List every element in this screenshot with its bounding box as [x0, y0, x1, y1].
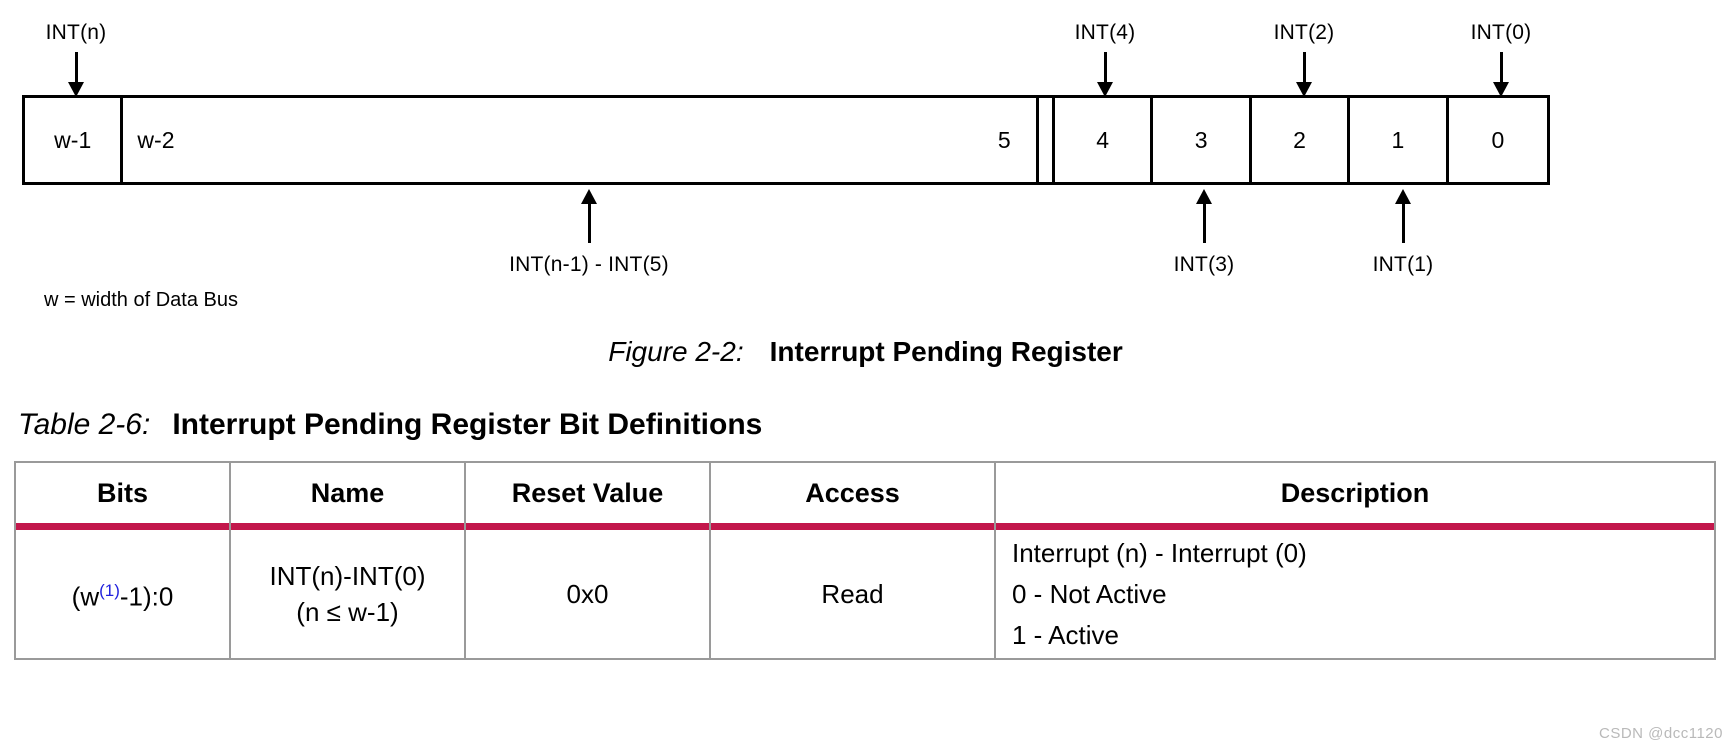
callout-arrow-int-n1-int-5 — [588, 198, 591, 243]
table-header-rule-segment — [14, 523, 231, 530]
callout-label-int-3: INT(3) — [1173, 253, 1235, 276]
callout-label-int-0: INT(0) — [1470, 21, 1532, 44]
cell-bits-suffix: -1):0 — [119, 581, 174, 612]
bit-cell-w-2: w-2 — [123, 98, 1039, 182]
table-header-rule-segment — [464, 523, 711, 530]
bit-cell-3: 3 — [1153, 98, 1252, 182]
bit-cell-4: 4 — [1055, 98, 1154, 182]
table-title: Table 2-6: Interrupt Pending Register Bit… — [18, 408, 762, 442]
callout-label-int-n1-int-5: INT(n-1) - INT(5) — [509, 253, 669, 276]
callout-arrow-int-1 — [1402, 198, 1405, 243]
cell-description: Interrupt (n) - Interrupt (0) 0 - Not Ac… — [994, 530, 1716, 660]
callout-arrowhead-int-n1-int-5 — [581, 189, 597, 204]
callout-label-int-n: INT(n) — [45, 21, 107, 44]
cell-description-line-3: 1 - Active — [1012, 619, 1119, 650]
callout-label-int-2: INT(2) — [1273, 21, 1335, 44]
table-header-rule-segment — [994, 523, 1716, 530]
table-header-rule-segment — [229, 523, 466, 530]
callout-label-int-1: INT(1) — [1372, 253, 1434, 276]
callout-arrowhead-int-1 — [1395, 189, 1411, 204]
callout-arrowhead-int-2 — [1296, 82, 1312, 97]
cell-description-line-1: Interrupt (n) - Interrupt (0) — [1012, 537, 1307, 568]
callout-arrow-int-0 — [1500, 52, 1503, 85]
table-header-description: Description — [994, 461, 1716, 523]
callout-arrowhead-int-0 — [1493, 82, 1509, 97]
cell-name-line-1: INT(n)-INT(0) — [269, 561, 426, 591]
callout-arrow-int-4 — [1104, 52, 1107, 85]
table-header-bits: Bits — [14, 461, 231, 523]
table-header-name: Name — [229, 461, 466, 523]
cell-bits-prefix: (w — [71, 581, 100, 612]
bit-cell-2: 2 — [1252, 98, 1351, 182]
cell-name-line-2: (n ≤ w-1) — [296, 597, 399, 627]
bit-cell-1: 1 — [1350, 98, 1449, 182]
figure-caption-label: Figure 2-2: — [608, 336, 744, 367]
table-header-access: Access — [709, 461, 996, 523]
callout-label-int-4: INT(4) — [1074, 21, 1136, 44]
table-title-label: Table 2-6: — [18, 408, 151, 441]
data-bus-width-note: w = width of Data Bus — [44, 289, 238, 311]
bit-definitions-table: Bits Name Reset Value Access Description… — [14, 461, 1716, 660]
callout-arrowhead-int-4 — [1097, 82, 1113, 97]
table-title-name: Interrupt Pending Register Bit Definitio… — [172, 408, 763, 441]
table-header-rule — [14, 523, 1716, 530]
callout-arrow-int-2 — [1303, 52, 1306, 85]
bit-cell-0: 0 — [1491, 126, 1505, 153]
callout-arrowhead-int-n — [68, 82, 84, 97]
table-header-row: Bits Name Reset Value Access Description — [14, 461, 1716, 523]
table-header-reset-value: Reset Value — [464, 461, 711, 523]
register-figure: INT(n) INT(4) INT(2) INT(0) w-1 w-2 5 4 … — [0, 0, 1731, 330]
cell-reset-value: 0x0 — [464, 530, 711, 660]
cell-access: Read — [709, 530, 996, 660]
callout-arrow-int-3 — [1203, 198, 1206, 243]
table-header-rule-segment — [709, 523, 996, 530]
bit-cell-5: 5 — [957, 98, 1055, 182]
bit-cell-w-1: w-1 — [25, 98, 124, 182]
cell-bits: (w(1)-1):0 — [14, 530, 231, 660]
figure-caption-title: Interrupt Pending Register — [769, 336, 1123, 367]
register-bit-strip: w-1 w-2 5 4 3 2 1 0 — [22, 95, 1550, 185]
cell-description-line-2: 0 - Not Active — [1012, 578, 1167, 609]
footnote-marker-1: (1) — [99, 581, 120, 601]
cell-name: INT(n)-INT(0) (n ≤ w-1) — [229, 530, 466, 660]
figure-caption: Figure 2-2: Interrupt Pending Register — [0, 336, 1731, 368]
table-row: (w(1)-1):0 INT(n)-INT(0) (n ≤ w-1) 0x0 R… — [14, 530, 1716, 660]
callout-arrow-int-n — [75, 52, 78, 85]
callout-arrowhead-int-3 — [1196, 189, 1212, 204]
watermark: CSDN @dcc1120 — [1599, 725, 1723, 742]
